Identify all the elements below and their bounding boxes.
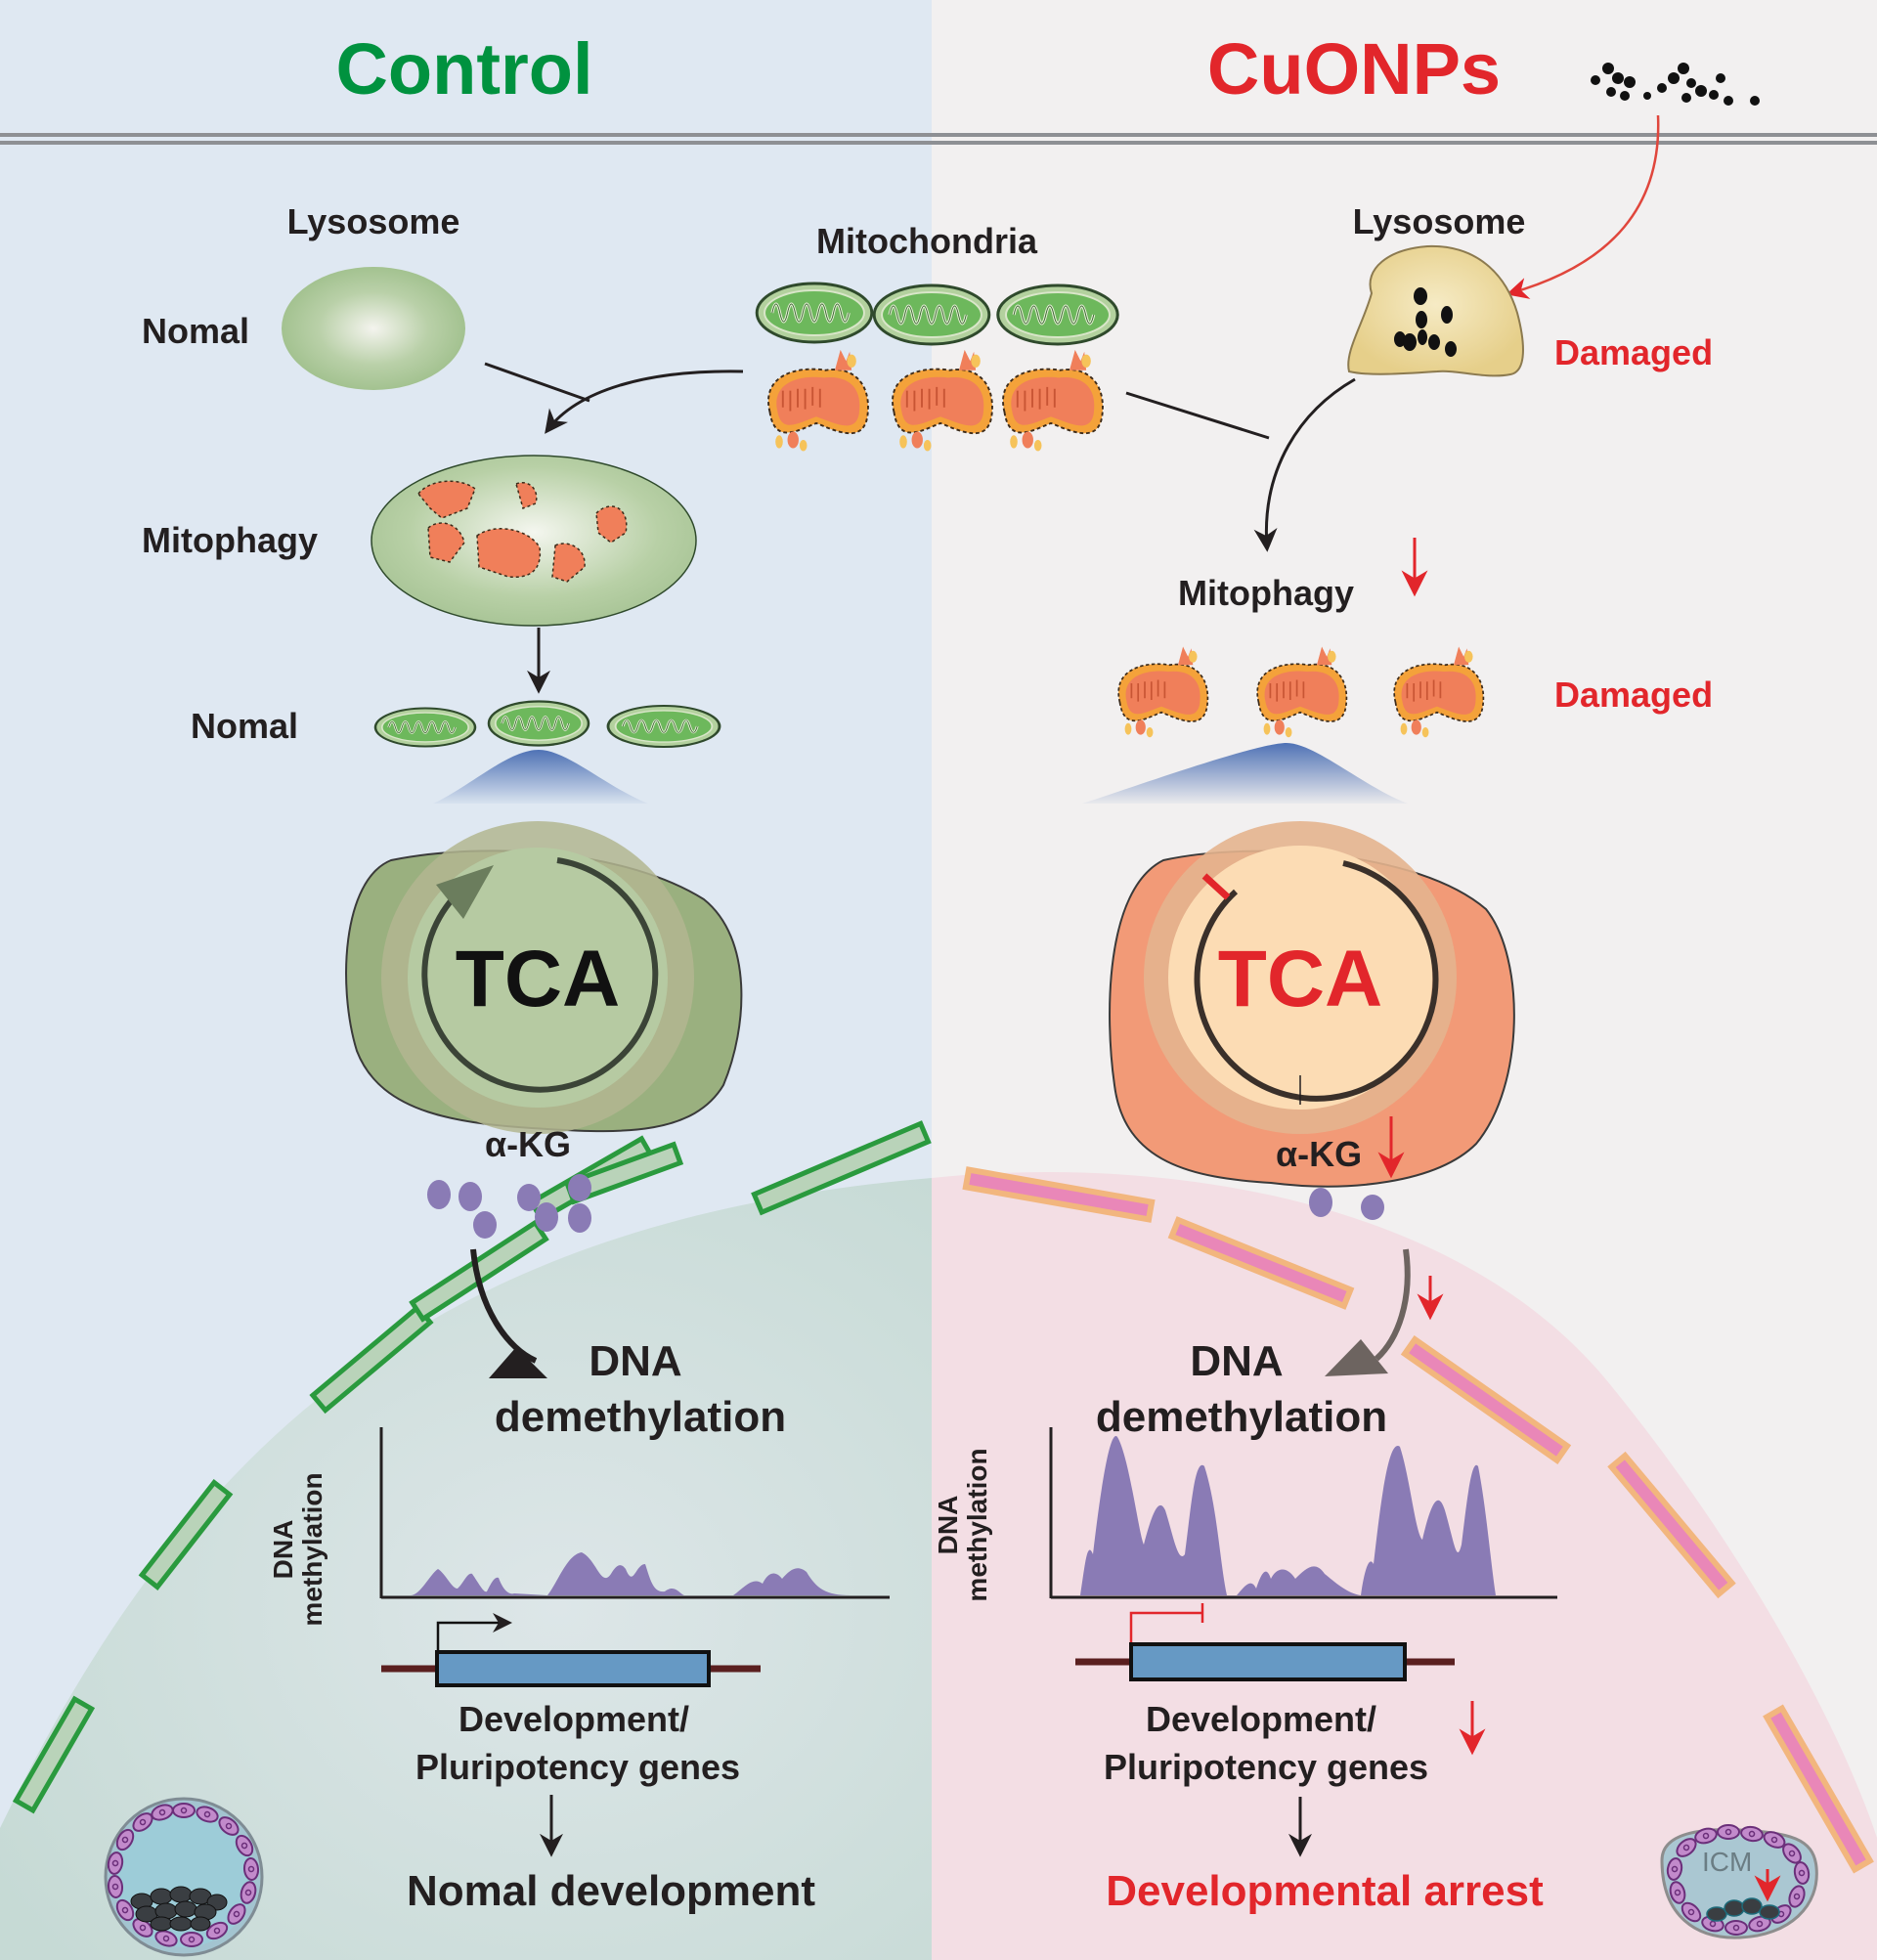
cell-membrane-line bbox=[0, 133, 1877, 145]
control-mito-state: Nomal bbox=[191, 706, 299, 746]
control-nucleus bbox=[0, 1178, 932, 1960]
control-signal-cone bbox=[433, 750, 648, 804]
cuonps-panel-title: CuONPs bbox=[1206, 28, 1502, 109]
healthy-mitochondria-row bbox=[755, 282, 1119, 346]
control-outcome: Nomal development bbox=[406, 1867, 816, 1915]
cuonps-methylation-plot bbox=[1049, 1427, 1557, 1599]
cuonps-akg-dots bbox=[1309, 1188, 1384, 1220]
control-gene-label-line1: Development/ bbox=[458, 1699, 690, 1739]
cuonps-outcome: Developmental arrest bbox=[1106, 1867, 1544, 1915]
cuonps-dna-title-line1: DNA bbox=[1190, 1337, 1284, 1385]
control-dna-title-line1: DNA bbox=[589, 1337, 682, 1385]
control-dna-title-line2: demethylation bbox=[494, 1393, 787, 1441]
control-blastocyst-icon bbox=[104, 1797, 264, 1957]
control-akg-label: α-KG bbox=[484, 1124, 572, 1164]
cuonps-plot-ylabel-line1: DNA bbox=[933, 1495, 963, 1555]
inhibition-icon bbox=[1201, 873, 1231, 900]
control-mitophagy-autolysosome bbox=[371, 455, 697, 627]
cuonps-lysosome-damaged bbox=[1347, 244, 1524, 377]
cuonps-lysosome-label: Lysosome bbox=[1352, 201, 1526, 241]
cuonps-gene-label-line1: Development/ bbox=[1145, 1699, 1377, 1739]
cuonps-lysosome-state: Damaged bbox=[1554, 332, 1714, 372]
cuonps-dna-title-line2: demethylation bbox=[1095, 1393, 1388, 1441]
control-mitophagy-label: Mitophagy bbox=[142, 520, 318, 560]
control-akg-to-dna-arrow bbox=[470, 1248, 547, 1378]
control-tca-label: TCA bbox=[455, 935, 621, 1024]
mitochondria-label: Mitochondria bbox=[816, 221, 1037, 261]
inhibition-icon bbox=[1129, 1603, 1204, 1642]
cuonps-blastocyst-icon bbox=[1660, 1824, 1818, 1939]
cuonps-gene-label-line2: Pluripotency genes bbox=[1103, 1747, 1429, 1787]
cuonps-mitophagy-label: Mitophagy bbox=[1178, 573, 1354, 613]
control-methylation-plot bbox=[379, 1427, 890, 1599]
cuonps-tca-cycle bbox=[1109, 821, 1515, 1188]
cuonps-mito-state: Damaged bbox=[1554, 675, 1714, 715]
control-plot-ylabel: DNA methylation bbox=[268, 1452, 327, 1647]
control-plot-ylabel-line2: methylation bbox=[297, 1472, 327, 1627]
control-panel-title: Control bbox=[335, 28, 593, 109]
cuonps-gene-construct bbox=[1075, 1603, 1455, 1681]
control-plot-ylabel-line1: DNA bbox=[268, 1519, 298, 1580]
cuonps-akg-label: α-KG bbox=[1276, 1134, 1363, 1174]
cuonps-tca-label: TCA bbox=[1217, 935, 1383, 1024]
control-tca-cycle bbox=[345, 821, 743, 1134]
control-lysosome-label: Lysosome bbox=[286, 201, 460, 241]
promoter-arrow-icon bbox=[436, 1613, 512, 1650]
cuonps-signal-cone bbox=[1082, 743, 1408, 804]
control-mitophagy-arrow bbox=[484, 362, 744, 434]
control-lysosome-state: Nomal bbox=[142, 311, 250, 351]
cuonps-plot-ylabel: DNA methylation bbox=[933, 1427, 992, 1623]
cuonps-plot-ylabel-line2: methylation bbox=[962, 1448, 992, 1602]
control-gene-label-line2: Pluripotency genes bbox=[415, 1747, 741, 1787]
nanoparticle-cluster-icon bbox=[1591, 63, 1760, 106]
cuonps-mitophagy-arrow bbox=[1125, 377, 1356, 552]
control-lysosome bbox=[282, 267, 465, 390]
control-akg-dots bbox=[427, 1174, 591, 1239]
icm-label: ICM bbox=[1702, 1847, 1753, 1877]
cuonps-akg-to-dna-arrow bbox=[1325, 1248, 1411, 1376]
nanoparticle-uptake-arrow bbox=[1506, 114, 1660, 299]
control-gene-construct bbox=[381, 1613, 761, 1687]
cuonps-nuclear-envelope bbox=[962, 1166, 1874, 1874]
control-normal-mitochondria bbox=[373, 700, 721, 749]
